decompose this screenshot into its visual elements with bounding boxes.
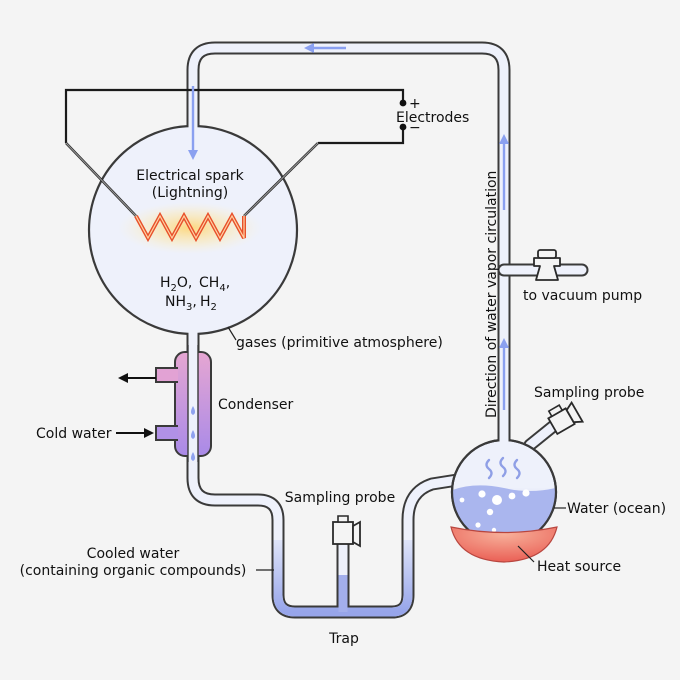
flask-sampling-probe-label: Sampling probe: [534, 385, 644, 401]
condenser-label: Condenser: [218, 397, 293, 413]
formula-ch4: CH4,: [199, 275, 230, 294]
electrode-rods: [65, 142, 319, 217]
electrodes-minus: −: [409, 120, 421, 136]
electrode-wires: [64, 88, 407, 145]
cold-water-label: Cold water: [36, 426, 112, 442]
stopcock-valve-icon: [332, 249, 585, 548]
condenser: [155, 345, 212, 463]
gas-formulas: H2O, CH4, NH3, H2: [160, 275, 230, 313]
boiling-flask: [450, 436, 558, 546]
collected-water: [273, 540, 413, 617]
trap-sampling-probe-label: Sampling probe: [285, 490, 395, 506]
flow-arrow-icon: [188, 43, 509, 410]
vacuum-pump-label: to vacuum pump: [523, 288, 642, 304]
direction-label: Direction of water vapor circulation: [484, 171, 500, 418]
cooled-water-label-line2: (containing organic compounds): [20, 563, 247, 579]
formula-h2: H2: [200, 294, 217, 313]
spark-label-line1: Electrical spark: [136, 168, 244, 184]
formula-nh3: NH3,: [165, 294, 197, 313]
vapor-wave-icon: [485, 456, 521, 480]
leader-lines: [227, 326, 566, 571]
heat-source: [450, 526, 558, 563]
electrodes-plus: +: [409, 96, 421, 112]
cooled-water-label-line1: Cooled water: [87, 546, 180, 562]
trap-label: Trap: [328, 631, 359, 647]
heat-source-label: Heat source: [537, 559, 621, 575]
electrodes-label: Electrodes: [396, 110, 469, 126]
spark-zigzag-icon: [118, 202, 262, 254]
water-flow-arrows: [116, 373, 156, 438]
bubbles: [459, 489, 530, 533]
spark-label-line2: (Lightning): [152, 185, 228, 201]
water-drop-icon: [191, 406, 195, 461]
formula-h2o: H2O,: [160, 275, 192, 294]
water-ocean-label: Water (ocean): [567, 501, 666, 517]
gases-label: gases (primitive atmosphere): [236, 335, 443, 351]
